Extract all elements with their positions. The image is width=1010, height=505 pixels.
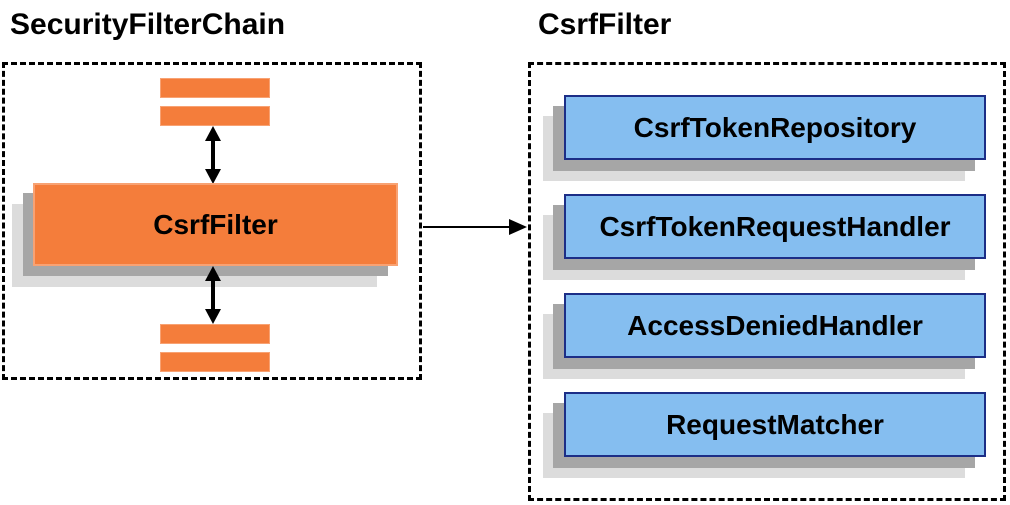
csrf-filter-title: CsrfFilter bbox=[538, 8, 672, 41]
security-filter-chain-title: SecurityFilterChain bbox=[10, 8, 286, 41]
bidirectional-arrow-bottom bbox=[205, 266, 221, 324]
component-label: RequestMatcher bbox=[666, 408, 884, 440]
component-box-csrf-token-repository: CsrfTokenRepository bbox=[564, 95, 986, 160]
arrow-right-icon bbox=[509, 219, 527, 235]
arrow-up-icon bbox=[205, 266, 221, 281]
csrf-filter-node: CsrfFilter bbox=[33, 183, 398, 266]
csrf-filter-container bbox=[528, 62, 1006, 501]
component-label: CsrfTokenRequestHandler bbox=[599, 210, 951, 242]
filter-bar-2 bbox=[160, 106, 270, 126]
security-filter-chain-container bbox=[2, 62, 422, 380]
delegates-arrow-shaft bbox=[423, 226, 510, 228]
arrow-down-icon bbox=[205, 309, 221, 324]
filter-bar-1 bbox=[160, 78, 270, 98]
csrf-filter-node-label: CsrfFilter bbox=[153, 208, 278, 240]
arrow-up-icon bbox=[205, 126, 221, 141]
component-box-request-matcher: RequestMatcher bbox=[564, 392, 986, 457]
component-label: AccessDeniedHandler bbox=[627, 309, 923, 341]
bidirectional-arrow-top bbox=[205, 126, 221, 184]
arrow-shaft bbox=[211, 141, 215, 169]
component-box-csrf-token-request-handler: CsrfTokenRequestHandler bbox=[564, 194, 986, 259]
filter-bar-3 bbox=[160, 324, 270, 344]
filter-bar-4 bbox=[160, 352, 270, 372]
component-box-access-denied-handler: AccessDeniedHandler bbox=[564, 293, 986, 358]
arrow-down-icon bbox=[205, 169, 221, 184]
arrow-shaft bbox=[211, 281, 215, 309]
component-label: CsrfTokenRepository bbox=[633, 111, 917, 143]
